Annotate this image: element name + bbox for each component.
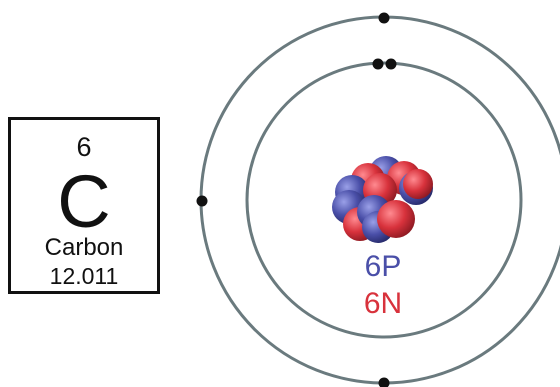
- electron: [378, 377, 390, 387]
- element-name: Carbon: [44, 234, 124, 261]
- protons-label: 6P: [365, 250, 402, 283]
- neutrons-label: 6N: [364, 287, 402, 320]
- electron: [196, 195, 208, 207]
- nucleus: [332, 156, 433, 243]
- element-symbol: C: [57, 160, 111, 243]
- atomic-mass: 12.011: [49, 263, 119, 289]
- electron: [378, 12, 390, 24]
- electron: [372, 58, 384, 70]
- proton: [403, 169, 433, 199]
- proton: [377, 200, 415, 238]
- element-card: 6 C Carbon 12.011: [8, 117, 160, 294]
- atomic-number: 6: [76, 132, 92, 162]
- electrons: [196, 12, 397, 387]
- electron: [385, 58, 397, 70]
- inner-shell-ring: [245, 61, 523, 339]
